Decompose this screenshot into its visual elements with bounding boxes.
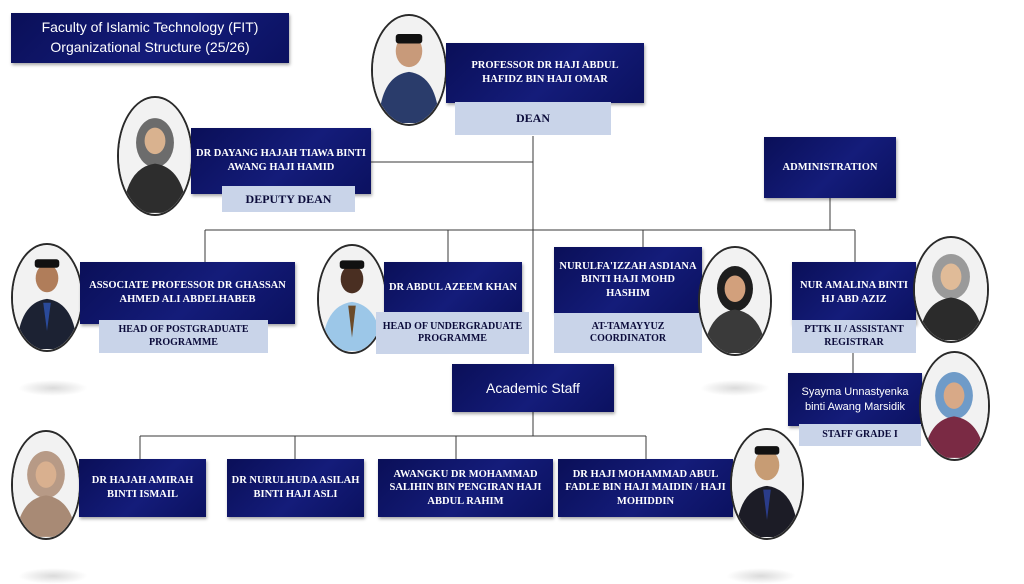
undergraduate-head-name-box: DR ABDUL AZEEM KHAN — [384, 262, 522, 314]
deputy-dean-role: DEPUTY DEAN — [245, 191, 332, 206]
academic-staff-label: Academic Staff — [486, 379, 580, 396]
postgraduate-head-photo — [11, 243, 83, 352]
photo-shadow — [18, 568, 88, 584]
administration-box: ADMINISTRATION — [764, 137, 896, 198]
administration-label: ADMINISTRATION — [782, 161, 878, 173]
assistant-registrar-role-box: PTTK II / ASSISTANT REGISTRAR — [792, 320, 916, 353]
staff-grade-role-box: STAFF GRADE I — [799, 424, 921, 446]
tamayyuz-coordinator-name-box: NURULFA'IZZAH ASDIANA BINTI HAJI MOHD HA… — [554, 247, 702, 313]
staff-grade-photo — [919, 351, 990, 461]
person-icon — [700, 248, 770, 354]
assistant-registrar-role: PTTK II / ASSISTANT REGISTRAR — [804, 324, 904, 348]
dean-name-box: PROFESSOR DR HAJI ABDUL HAFIDZ BIN HAJI … — [446, 43, 644, 103]
assistant-registrar-name-box: NUR AMALINA BINTI HJ ABD AZIZ — [792, 262, 916, 324]
assistant-registrar-name: NUR AMALINA BINTI HJ ABD AZIZ — [800, 280, 908, 305]
postgraduate-head-name: ASSOCIATE PROFESSOR DR GHASSAN AHMED ALI… — [89, 280, 286, 305]
postgraduate-head-role: HEAD OF POSTGRADUATE PROGRAMME — [118, 324, 249, 348]
staff-grade-name: Syayma Unnastyenka binti Awang Marsidik — [801, 386, 909, 413]
person-icon — [319, 247, 385, 351]
person-icon — [373, 16, 445, 124]
tamayyuz-coordinator-photo — [698, 246, 772, 356]
person-icon — [921, 354, 988, 458]
undergraduate-head-role-box: HEAD OF UNDERGRADUATE PROGRAMME — [376, 312, 529, 354]
photo-shadow — [700, 380, 770, 396]
academic-member-3-name: AWANGKU DR MOHAMMAD SALIHIN BIN PENGIRAN… — [389, 468, 542, 507]
deputy-dean-role-box: DEPUTY DEAN — [222, 186, 355, 212]
academic-member-3-box: AWANGKU DR MOHAMMAD SALIHIN BIN PENGIRAN… — [378, 459, 553, 517]
academic-member-1-box: DR HAJAH AMIRAH BINTI ISMAIL — [79, 459, 206, 517]
academic-member-4-box: DR HAJI MOHAMMAD ABUL FADLE BIN HAJI MAI… — [558, 459, 733, 517]
title-line-2: Organizational Structure (25/26) — [50, 39, 250, 55]
undergraduate-head-name: DR ABDUL AZEEM KHAN — [388, 282, 518, 294]
title-line-1: Faculty of Islamic Technology (FIT) — [41, 19, 259, 36]
staff-grade-name-box: Syayma Unnastyenka binti Awang Marsidik — [788, 373, 922, 426]
chart-title-box: Faculty of Islamic Technology (FIT) Orga… — [11, 13, 289, 63]
dean-role-box: DEAN — [455, 102, 611, 135]
dean-name: PROFESSOR DR HAJI ABDUL HAFIDZ BIN HAJI … — [471, 60, 619, 85]
staff-grade-role: STAFF GRADE I — [822, 428, 898, 440]
photo-shadow — [18, 380, 88, 396]
person-icon — [915, 238, 987, 341]
postgraduate-head-role-box: HEAD OF POSTGRADUATE PROGRAMME — [99, 320, 268, 353]
photo-shadow — [726, 568, 796, 584]
tamayyuz-coordinator-role: AT-TAMAYYUZ COORDINATOR — [589, 320, 667, 345]
tamayyuz-coordinator-name: NURULFA'IZZAH ASDIANA BINTI HAJI MOHD HA… — [559, 260, 697, 299]
academic-member-4-photo — [730, 428, 804, 540]
academic-member-1-name: DR HAJAH AMIRAH BINTI ISMAIL — [91, 475, 194, 500]
academic-member-4-name: DR HAJI MOHAMMAD ABUL FADLE BIN HAJI MAI… — [565, 468, 726, 507]
person-icon — [732, 431, 802, 537]
dean-photo — [371, 14, 447, 126]
person-icon — [13, 246, 81, 349]
academic-member-1-photo — [11, 430, 81, 540]
academic-member-2-name: DR NURULHUDA ASILAH BINTI HAJI ASLI — [231, 475, 360, 500]
undergraduate-head-role: HEAD OF UNDERGRADUATE PROGRAMME — [382, 320, 523, 345]
deputy-dean-photo — [117, 96, 193, 216]
dean-role: DEAN — [515, 111, 550, 125]
academic-staff-box: Academic Staff — [452, 364, 614, 412]
tamayyuz-coordinator-role-box: AT-TAMAYYUZ COORDINATOR — [554, 313, 702, 353]
deputy-dean-name-box: DR DAYANG HAJAH TIAWA BINTI AWANG HAJI H… — [191, 128, 371, 194]
assistant-registrar-photo — [913, 236, 989, 343]
deputy-dean-name: DR DAYANG HAJAH TIAWA BINTI AWANG HAJI H… — [196, 148, 366, 173]
person-icon — [119, 99, 191, 213]
person-icon — [13, 433, 79, 537]
academic-member-2-box: DR NURULHUDA ASILAH BINTI HAJI ASLI — [227, 459, 364, 517]
postgraduate-head-name-box: ASSOCIATE PROFESSOR DR GHASSAN AHMED ALI… — [80, 262, 295, 324]
undergraduate-head-photo — [317, 244, 387, 354]
